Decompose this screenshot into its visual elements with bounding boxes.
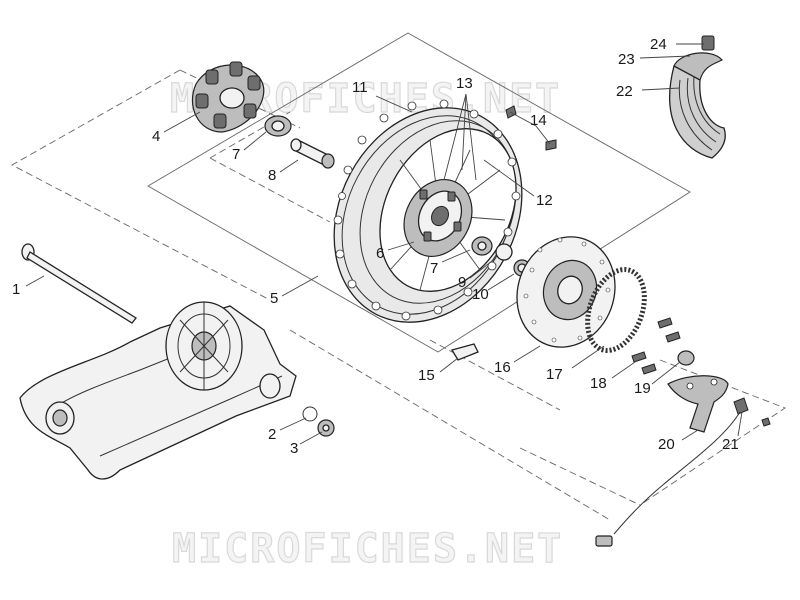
callout-17: 17 [546, 366, 563, 383]
circlip-part [302, 406, 318, 422]
callout-18: 18 [590, 375, 607, 392]
callout-14: 14 [530, 112, 547, 129]
axle-nut-part [317, 419, 335, 437]
callout-5: 5 [270, 290, 278, 307]
spacer-sleeve-part [290, 138, 335, 169]
seal-part [495, 243, 513, 261]
clip-part [451, 343, 479, 361]
callout-16: 16 [494, 359, 511, 376]
group-line-bottom [519, 447, 641, 506]
tyre-section-part [669, 52, 726, 159]
callout-20: 20 [658, 436, 675, 453]
group-line-7 [209, 111, 291, 159]
speed-sensor-part [595, 397, 771, 547]
wheel-assembly-box [147, 32, 691, 353]
group-line-mid [429, 339, 561, 411]
tone-ring-part [585, 267, 647, 353]
callout-21: 21 [722, 436, 739, 453]
callout-24: 24 [650, 36, 667, 53]
callout-11: 11 [352, 79, 368, 96]
valve-part [505, 105, 557, 151]
callout-7-right: 7 [430, 260, 438, 277]
cush-drive-part [191, 61, 265, 133]
callout-19: 19 [634, 380, 651, 397]
swingarm-part [19, 301, 297, 480]
group-line-swingarm [289, 329, 611, 521]
callout-8: 8 [268, 167, 276, 184]
callout-7-left: 7 [232, 146, 240, 163]
group-line-8 [209, 157, 331, 223]
bolts-part [631, 317, 681, 375]
bearing-left-part [264, 115, 292, 137]
watermark-bottom: MICROFICHES.NET [172, 526, 563, 572]
callout-23: 23 [618, 51, 635, 68]
group-line-left [11, 69, 271, 301]
callout-labels: 1 2 3 4 5 6 7 7 8 9 10 11 12 13 14 15 16… [12, 36, 739, 457]
callout-12: 12 [536, 192, 553, 209]
callout-10: 10 [472, 286, 489, 303]
final-drive-flange [165, 301, 243, 391]
callout-4: 4 [152, 128, 160, 145]
callout-13: 13 [456, 75, 473, 92]
wheel-hub [403, 179, 473, 257]
wheel-rim-part [333, 99, 523, 323]
callout-9: 9 [458, 274, 466, 291]
wheel-axle-part [21, 243, 137, 324]
bearing-right-part [471, 236, 493, 256]
rim-holes [333, 99, 521, 321]
callout-6: 6 [376, 245, 384, 262]
brake-disc-part [516, 236, 616, 348]
callout-22: 22 [616, 83, 633, 100]
sensor-bracket-part [667, 375, 729, 433]
callout-15: 15 [418, 367, 435, 384]
callout-3: 3 [290, 440, 298, 457]
valve-cap-part [701, 35, 715, 51]
leader-lines [25, 43, 743, 445]
callout-1: 1 [12, 281, 20, 298]
bush-part [677, 350, 695, 366]
callout-2: 2 [268, 426, 276, 443]
